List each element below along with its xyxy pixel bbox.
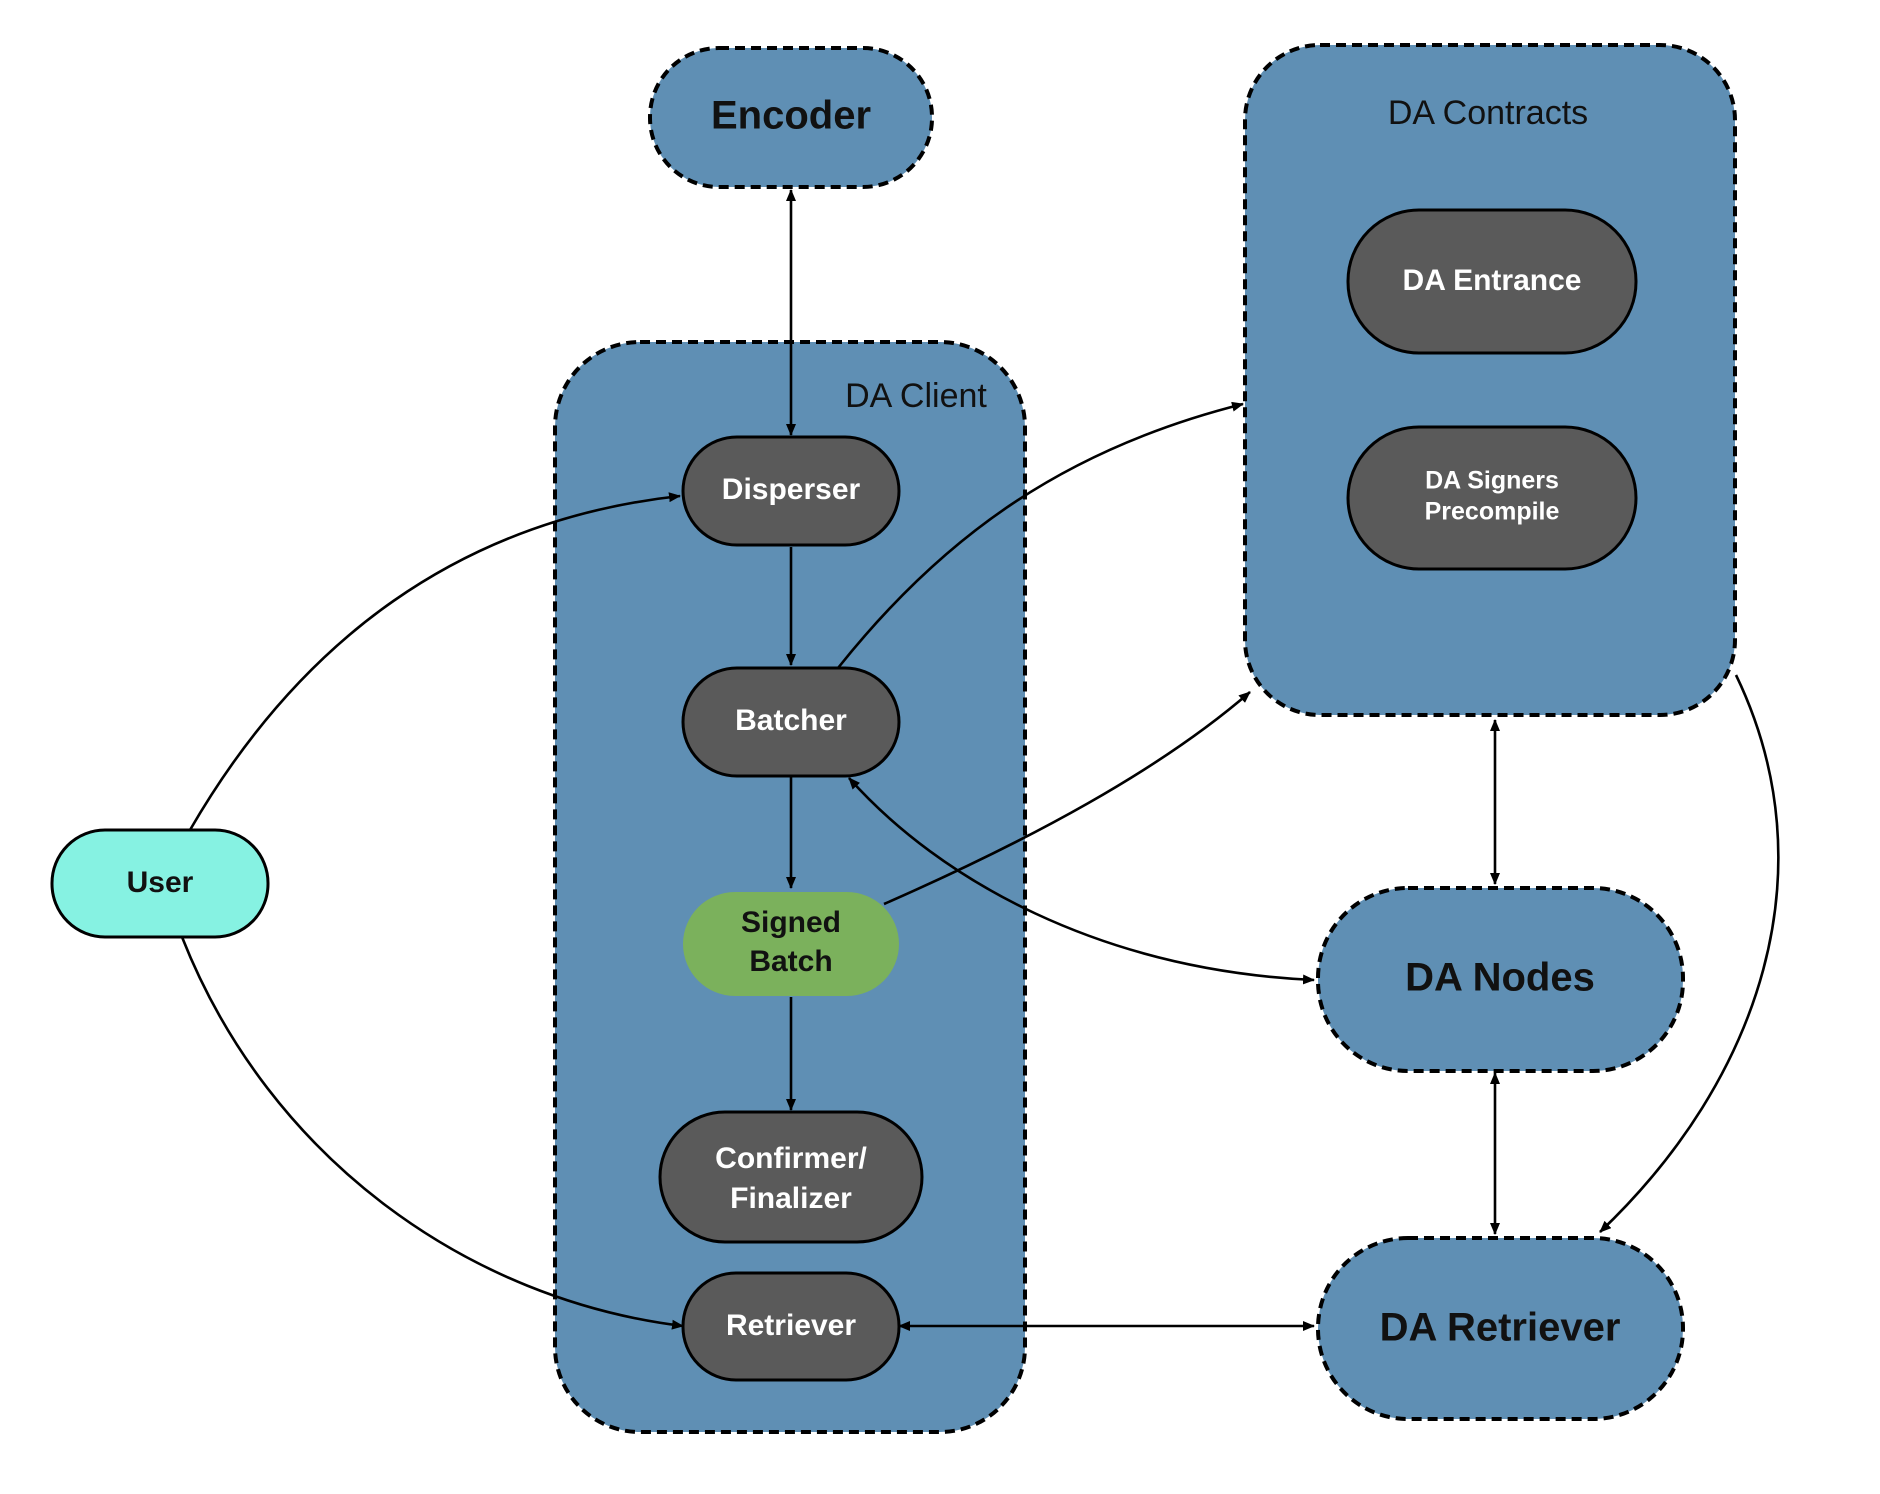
- confirmer-label-line2: Finalizer: [730, 1182, 852, 1215]
- signed-batch-node: Signed Batch: [683, 892, 899, 996]
- batcher-label: Batcher: [735, 704, 847, 737]
- da-nodes-node: DA Nodes: [1316, 886, 1685, 1073]
- edge-batcher-da-contracts: [836, 401, 1244, 669]
- da-nodes-label: DA Nodes: [1405, 956, 1595, 1000]
- disperser-label: Disperser: [722, 473, 861, 506]
- encoder-node: Encoder: [648, 46, 934, 189]
- edge-user-retriever: [180, 936, 684, 1330]
- encoder-label: Encoder: [711, 94, 871, 138]
- signed-batch-label-line2: Batch: [749, 945, 832, 978]
- edge-da-contracts-da-retriever: [1599, 674, 1780, 1233]
- da-client-label: DA Client: [845, 377, 987, 415]
- signed-batch-label-line1: Signed: [741, 906, 841, 939]
- da-entrance-node: DA Entrance: [1346, 208, 1638, 355]
- da-retriever-node: DA Retriever: [1316, 1236, 1685, 1421]
- user-label: User: [127, 866, 194, 899]
- da-entrance-label: DA Entrance: [1403, 264, 1582, 297]
- da-signers-label-line1: DA Signers: [1425, 467, 1559, 495]
- da-signers-precompile-node: DA Signers Precompile: [1346, 425, 1638, 571]
- confirmer-label-line1: Confirmer/: [715, 1142, 867, 1175]
- da-contracts-label: DA Contracts: [1388, 94, 1588, 132]
- user-node: User: [50, 828, 270, 939]
- batcher-node: Batcher: [681, 666, 901, 778]
- edge-batcher-da-nodes: [848, 777, 1315, 985]
- edges: [180, 189, 1780, 1331]
- da-retriever-label: DA Retriever: [1380, 1306, 1621, 1350]
- da-signers-label-line2: Precompile: [1425, 498, 1560, 526]
- retriever-node: Retriever: [681, 1271, 901, 1382]
- retriever-label: Retriever: [726, 1309, 856, 1342]
- confirmer-finalizer-node: Confirmer/ Finalizer: [658, 1110, 924, 1244]
- da-contracts-container: DA Contracts: [1243, 43, 1737, 717]
- disperser-node: Disperser: [681, 435, 901, 547]
- edge-user-disperser: [188, 492, 681, 831]
